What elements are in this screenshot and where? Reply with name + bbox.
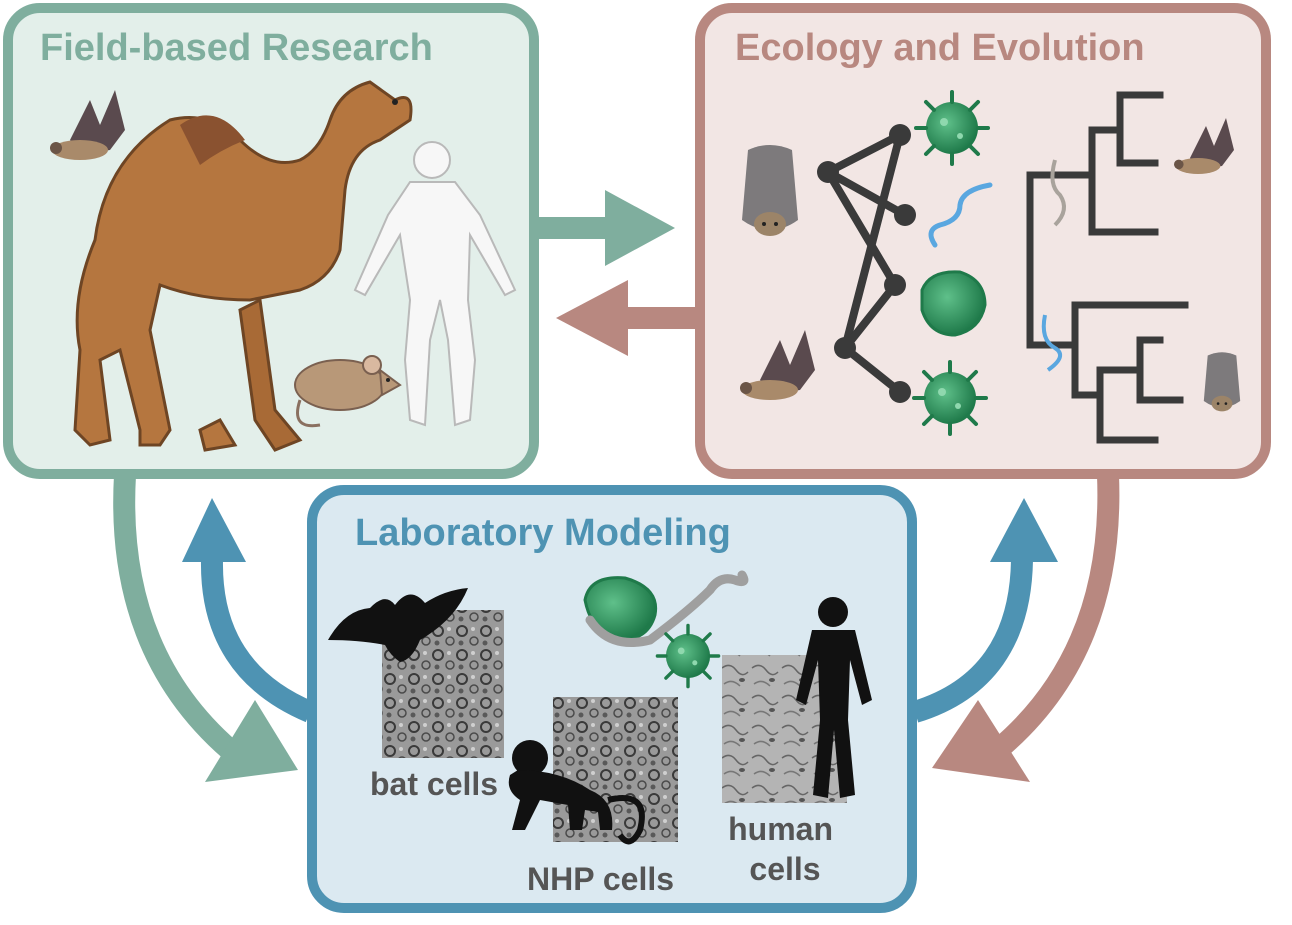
ebola-virus-icon xyxy=(585,570,749,647)
bat-cells-label: bat cells xyxy=(370,766,498,802)
hanging-bat-icon xyxy=(1203,352,1241,412)
arrow-lab-to-ecology xyxy=(911,498,1058,723)
arrow-lab-to-field xyxy=(182,498,315,723)
monkey-silhouette-icon xyxy=(508,740,645,845)
virus-icon xyxy=(920,270,987,337)
human-cells-label-line1: human xyxy=(728,811,833,847)
field-research-panel: Field-based Research xyxy=(3,3,539,479)
arrow-ecology-to-lab xyxy=(932,474,1120,782)
ebola-virus-icon xyxy=(1041,314,1063,372)
virus-icon xyxy=(655,623,721,689)
laboratory-modeling-panel: Laboratory Modeling bat cells xyxy=(307,485,917,913)
mouse-icon xyxy=(294,355,402,428)
ecology-evolution-panel: Ecology and Evolution xyxy=(695,3,1271,479)
human-cells-label: human cells xyxy=(728,811,842,887)
bat-silhouette-icon xyxy=(328,588,468,662)
ecology-evolution-title: Ecology and Evolution xyxy=(735,27,1145,69)
human-cells-label-line2: cells xyxy=(749,851,820,887)
hanging-bat-icon xyxy=(742,145,798,236)
camel-icon xyxy=(73,80,413,452)
nhp-cells-label: NHP cells xyxy=(527,861,674,897)
ebola-virus-icon xyxy=(1050,159,1066,227)
arrow-field-to-lab xyxy=(113,474,298,782)
virus-icon xyxy=(914,90,990,166)
human-silhouette-icon xyxy=(796,597,872,798)
phylogenetic-tree-icon xyxy=(1026,91,1189,444)
human-figure-icon xyxy=(353,141,517,427)
laboratory-modeling-title: Laboratory Modeling xyxy=(355,512,731,554)
ebola-virus-icon xyxy=(928,182,993,248)
field-research-title: Field-based Research xyxy=(40,27,433,69)
network-graph-icon xyxy=(817,124,916,403)
virus-icon xyxy=(912,360,988,436)
arrow-ecology-to-field xyxy=(556,280,700,356)
arrow-field-to-ecology xyxy=(538,190,675,266)
